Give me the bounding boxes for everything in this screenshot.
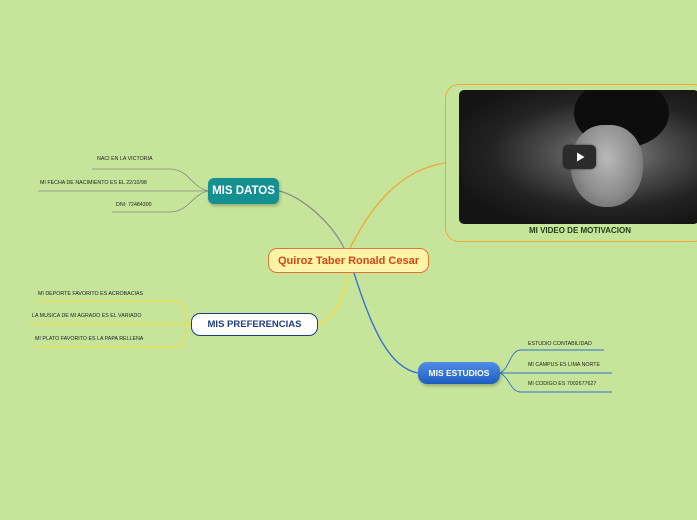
datos-item-3[interactable]: DNI: 72484300	[116, 202, 152, 208]
datos-item-1[interactable]: NACI EN LA VICTORIA	[97, 156, 153, 162]
datos-leaf-line-1	[92, 168, 209, 192]
branch-video	[349, 162, 446, 249]
play-button[interactable]	[563, 145, 596, 169]
estudios-leaf-line-1	[499, 349, 604, 374]
branch-estudios	[353, 272, 419, 374]
estudios-item-2[interactable]: MI CAMPUS ES LIMA NORTE	[528, 362, 601, 368]
topic-mis-datos[interactable]: MIS DATOS	[208, 178, 279, 204]
central-topic[interactable]: Quiroz Taber Ronald Cesar	[268, 248, 429, 273]
video-node[interactable]	[445, 84, 697, 242]
estudios-item-3[interactable]: MI CODIGO ES 7002677627	[528, 381, 597, 387]
topic-mis-preferencias[interactable]: MIS PREFERENCIAS	[191, 313, 318, 336]
topic-mis-estudios[interactable]: MIS ESTUDIOS	[418, 362, 500, 384]
branch-preferencias	[317, 272, 349, 325]
estudios-leaf-line-3	[499, 372, 612, 393]
datos-item-2[interactable]: MI FECHA DE NACIMIENTO ES EL 22/10/98	[40, 180, 147, 186]
estudios-item-1[interactable]: ESTUDIO CONTABILIDAD	[528, 341, 592, 347]
datos-leaf-line-3	[112, 190, 209, 213]
pref-leaf-line-3	[33, 323, 192, 348]
pref-leaf-line-1	[36, 300, 192, 325]
preferencias-item-1[interactable]: MI DEPORTE FAVORITO ES ACROBACIAS	[38, 291, 144, 297]
video-caption: MI VIDEO DE MOTIVACION	[528, 226, 632, 235]
play-icon	[576, 152, 584, 162]
preferencias-item-3[interactable]: MI PLATO FAVORITO ES LA PAPA RELLENA	[35, 336, 144, 342]
branch-datos	[278, 190, 345, 249]
preferencias-item-2[interactable]: LA MUSICA DE MI AGRADO ES EL VARIADO	[32, 313, 142, 319]
